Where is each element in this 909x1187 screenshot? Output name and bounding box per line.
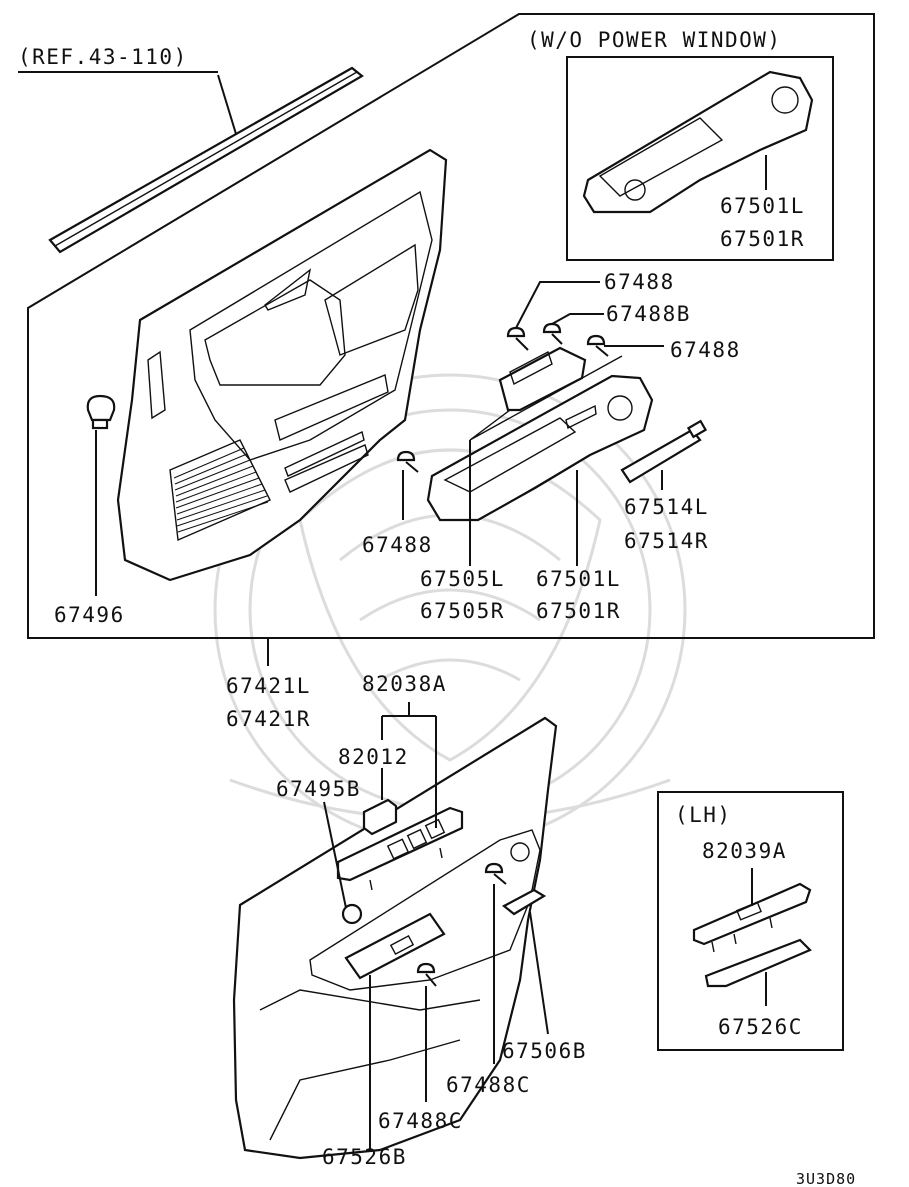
label-67501L: 67501L [536, 567, 621, 591]
main-assembly-boundary [27, 13, 875, 639]
cover-67506B: 67506B [502, 888, 587, 1063]
screw-67488-lower: 67488 [362, 450, 433, 557]
label-67488B: 67488B [606, 302, 691, 326]
knob-67495B: 67495B [276, 777, 363, 925]
label-67488-lower: 67488 [362, 533, 433, 557]
screw-67488C-b: 67488C [378, 962, 463, 1133]
label-82038A: 82038A [362, 672, 447, 696]
lh-box-title: (LH) [675, 803, 732, 827]
label-67488C-b: 67488C [378, 1109, 463, 1133]
label-82012: 82012 [338, 745, 409, 769]
power-window-switch-82038A: 82038A [336, 672, 464, 891]
label-67421L: 67421L [226, 674, 311, 698]
armrest-67501: 67501L 67501R [426, 374, 654, 623]
label-67505L: 67505L [420, 567, 505, 591]
label-67526B: 67526B [322, 1145, 407, 1169]
label-67421R: 67421R [226, 707, 311, 731]
label-67505R: 67505R [420, 599, 505, 623]
lh-bracket-67526C: 67526C [704, 938, 812, 1039]
bracket-67526B: 67526B [322, 912, 446, 1169]
label-67514R: 67514R [624, 529, 709, 553]
label-67506B: 67506B [502, 1039, 587, 1063]
rod-67514: 67514L 67514R [620, 419, 709, 553]
wo-power-window-title: (W/O POWER WINDOW) [527, 28, 782, 52]
label-67526C: 67526C [718, 1015, 803, 1039]
label-67501R-wo: 67501R [720, 227, 805, 251]
label-67501L-wo: 67501L [720, 194, 805, 218]
label-67488C-a: 67488C [446, 1073, 531, 1097]
lock-switch-82012: 82012 [338, 745, 409, 836]
reference-label: (REF.43-110) [18, 45, 188, 69]
lh-box: (LH) [657, 791, 844, 1051]
label-67514L: 67514L [624, 495, 709, 519]
label-67488-a: 67488 [604, 270, 675, 294]
label-67495B: 67495B [276, 777, 361, 801]
label-82039A: 82039A [702, 839, 787, 863]
label-67496: 67496 [54, 603, 125, 627]
speaker-grille-hatch [173, 447, 269, 533]
label-67501R: 67501R [536, 599, 621, 623]
screw-67488B: 67488B [542, 302, 691, 345]
lh-switch-82039A: 82039A [692, 839, 812, 953]
clip-67496: 67496 [54, 394, 125, 627]
screw-67488-a: 67488 [506, 270, 675, 351]
wo-power-window-box: (W/O POWER WINDOW) [527, 28, 834, 261]
diagram-code: 3U3D80 [796, 1170, 856, 1187]
armrest-wo-power-window: 67501L 67501R [582, 70, 814, 251]
bracket-67505: 67505L 67505R [420, 346, 623, 623]
label-67488-b: 67488 [670, 338, 741, 362]
screw-67488C-a: 67488C [446, 862, 531, 1097]
weatherstrip-part: (REF.43-110) [18, 45, 364, 254]
door-trim-panel-upper [116, 148, 448, 582]
screw-67488-b: 67488 [586, 334, 741, 362]
